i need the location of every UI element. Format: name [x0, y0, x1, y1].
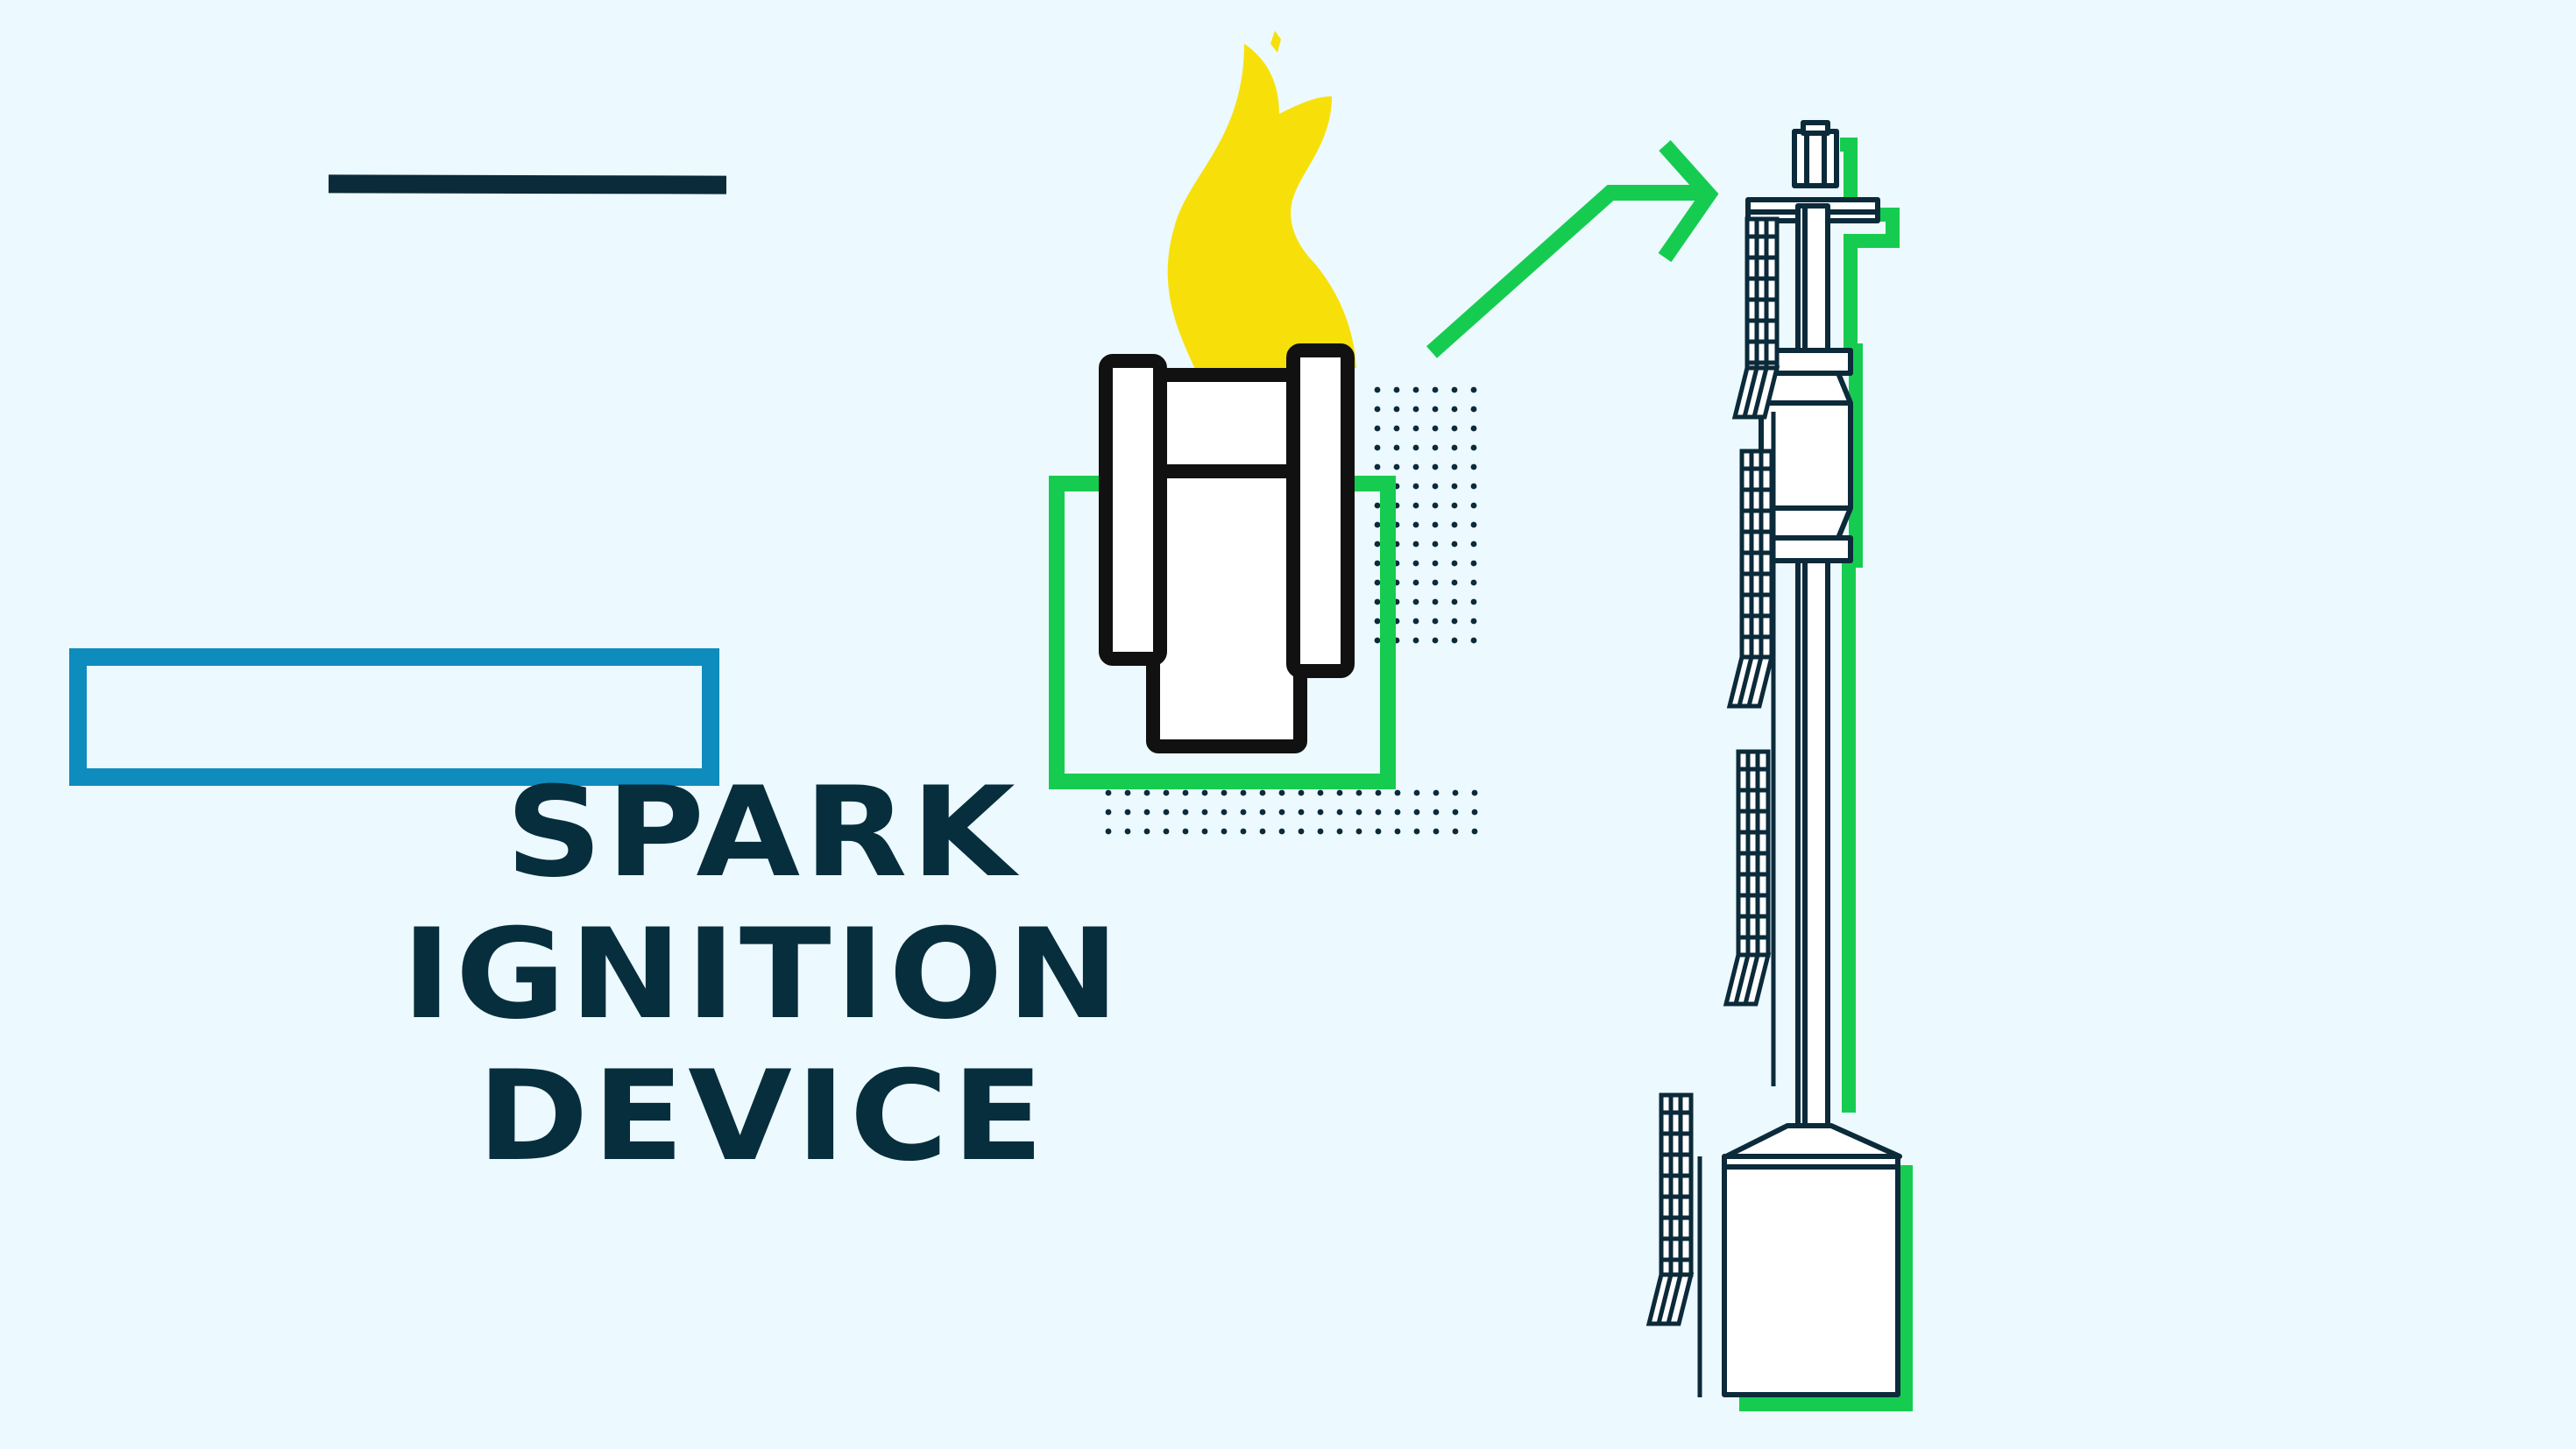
flare-stack-icon — [1645, 120, 1913, 1411]
title-line-1: SPARK — [505, 760, 1020, 905]
page-title: SPARK IGNITION DEVICE — [346, 762, 1178, 1188]
title-line-2: IGNITION — [401, 902, 1123, 1047]
arrow-icon — [1426, 140, 1719, 358]
decorative-blue-box — [69, 648, 719, 786]
title-line-3: DEVICE — [477, 1044, 1048, 1189]
flame-tip — [1270, 31, 1281, 53]
flame-icon — [1167, 44, 1356, 377]
igniter-icon — [1099, 343, 1355, 753]
